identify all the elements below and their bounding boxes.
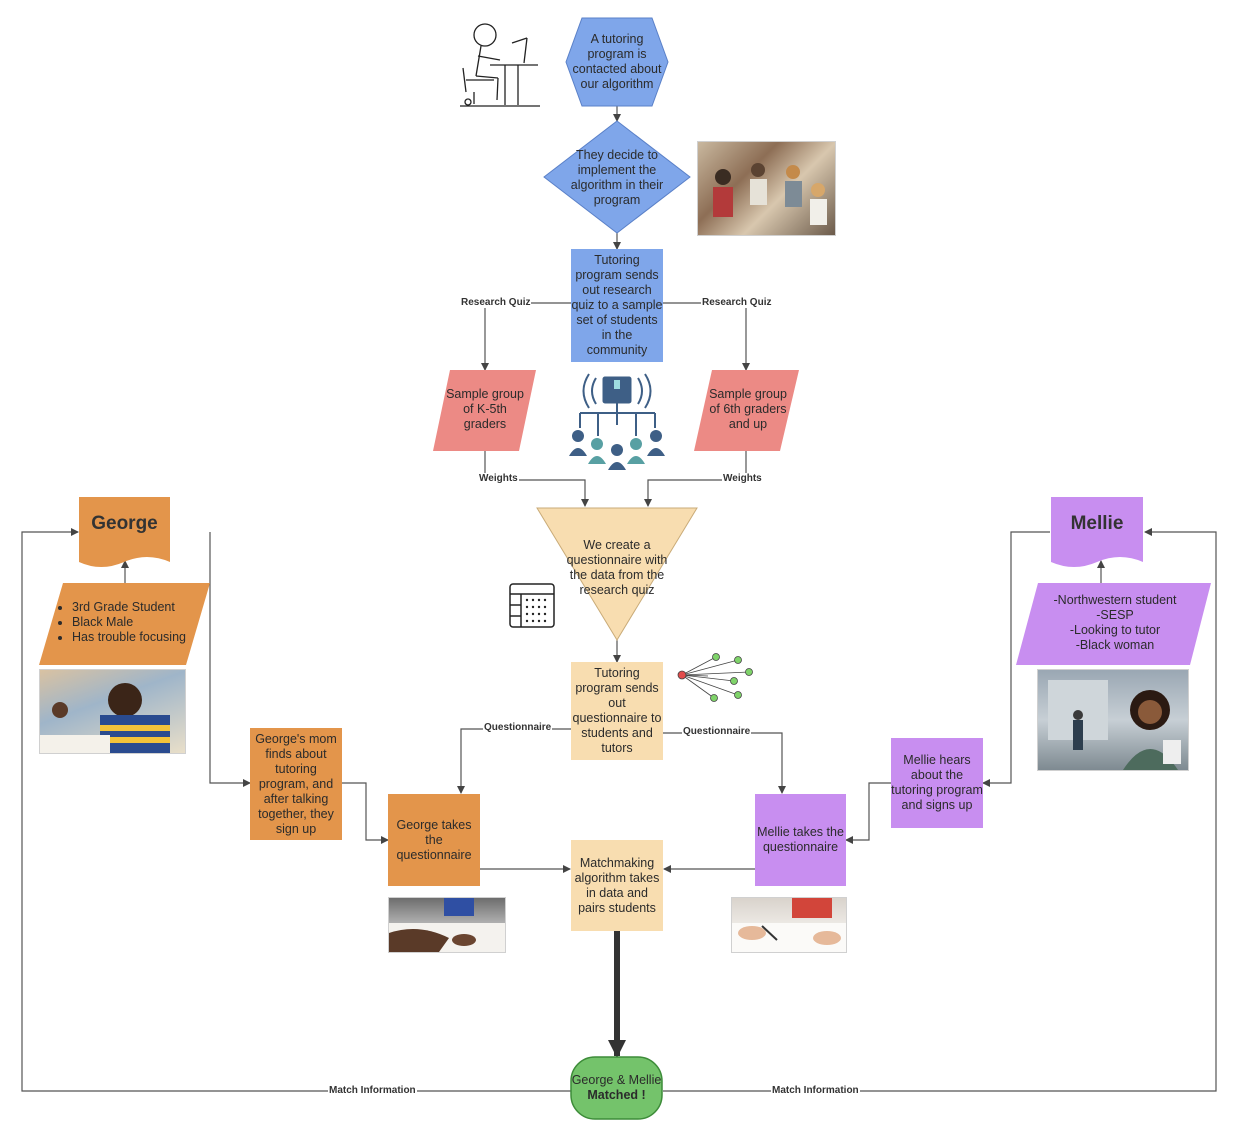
- create-q-node: We create a questionnaire with the data …: [566, 538, 668, 597]
- person-at-laptop-icon: [460, 23, 540, 107]
- mellie-traits: -Northwestern student -SESP -Looking to …: [1030, 588, 1200, 658]
- group-6up-shape: [694, 370, 799, 451]
- edge-weights-left: [484, 451, 589, 507]
- woman-student-photo: [1037, 669, 1189, 771]
- contact-hexagon-shape: [565, 17, 669, 107]
- edge-label-weights-left: Weights: [478, 473, 519, 484]
- edge-label-weights-right: Weights: [722, 473, 763, 484]
- george-traits-shape: [39, 583, 210, 665]
- group-k5-node: Sample group of K-5th graders: [446, 386, 524, 431]
- george-traits: 3rd Grade Student Black Male Has trouble…: [48, 590, 198, 654]
- mellie-trait: -Black woman: [1075, 638, 1155, 652]
- george-takes-node: George takes the questionnaire: [388, 794, 480, 886]
- edge-label-match-info-left: Match Information: [328, 1085, 417, 1096]
- table-grid-icon: [509, 583, 555, 628]
- table-grid-dots: [525, 598, 547, 623]
- edge-questionnaire-right: [663, 732, 786, 794]
- george-trait: Black Male: [72, 615, 186, 630]
- send-q-node: Tutoring program sends out questionnaire…: [571, 662, 663, 760]
- edge-label-research-quiz-right: Research Quiz: [701, 297, 773, 308]
- group-6up-node: Sample group of 6th graders and up: [709, 386, 787, 431]
- contact-node: A tutoring program is contacted about ou…: [572, 32, 662, 91]
- mellie-trait: -Looking to tutor: [1069, 623, 1161, 637]
- matched-node: George & Mellie Matched !: [571, 1060, 662, 1116]
- mellie-hears-node: Mellie hears about the tutoring program …: [891, 738, 983, 828]
- writing-hands-photo-2: [731, 897, 847, 953]
- send-quiz-node: Tutoring program sends out research quiz…: [571, 249, 663, 362]
- distribution-network-icon: [569, 373, 665, 470]
- mellie-takes-node: Mellie takes the questionnaire: [755, 794, 846, 886]
- george-trait: 3rd Grade Student: [72, 600, 186, 615]
- mellie-traits-shape: [1016, 583, 1211, 665]
- edge-label-match-info-right: Match Information: [771, 1085, 860, 1096]
- edge-quiz-right: [663, 302, 750, 371]
- matched-line1: George & Mellie: [571, 1073, 662, 1087]
- edge-questionnaire-left: [457, 728, 571, 794]
- network-nodes-icon: [677, 653, 753, 702]
- edge-mellie-hears: [982, 531, 1050, 787]
- george-mom-node: George's mom finds about tutoring progra…: [250, 728, 342, 840]
- edge-quiz-left: [481, 302, 571, 371]
- edge-label-questionnaire-left: Questionnaire: [483, 722, 553, 733]
- matchmaking-node: Matchmaking algorithm takes in data and …: [571, 840, 663, 931]
- mellie-trait: -SESP: [1096, 608, 1134, 622]
- mellie-name: Mellie: [1070, 512, 1124, 534]
- create-q-triangle-shape: [536, 507, 698, 641]
- edge-label-questionnaire-right: Questionnaire: [682, 726, 752, 737]
- edge-mom-takes: [342, 782, 389, 844]
- group-meeting-photo: [697, 141, 836, 236]
- edge-match-info-right: [663, 528, 1217, 1092]
- edge-weights-right: [644, 451, 747, 507]
- edge-match-info-left: [21, 528, 571, 1092]
- matched-line2: Matched !: [587, 1088, 646, 1102]
- edge-hears-takes: [845, 782, 891, 844]
- edge-george-mom: [209, 532, 251, 787]
- group-k5-shape: [433, 370, 536, 451]
- george-document-shape: [79, 497, 170, 567]
- matched-terminal-shape: [570, 1056, 663, 1120]
- george-trait: Has trouble focusing: [72, 630, 186, 645]
- decide-diamond-shape: [543, 120, 691, 234]
- mellie-trait: -Northwestern student: [1053, 593, 1177, 607]
- mellie-document-shape: [1051, 497, 1143, 567]
- edge-label-research-quiz-left: Research Quiz: [460, 297, 532, 308]
- child-studying-photo: [39, 669, 186, 754]
- decide-node: They decide to implement the algorithm i…: [570, 148, 664, 207]
- writing-hands-photo: [388, 897, 506, 953]
- george-name: George: [91, 512, 158, 534]
